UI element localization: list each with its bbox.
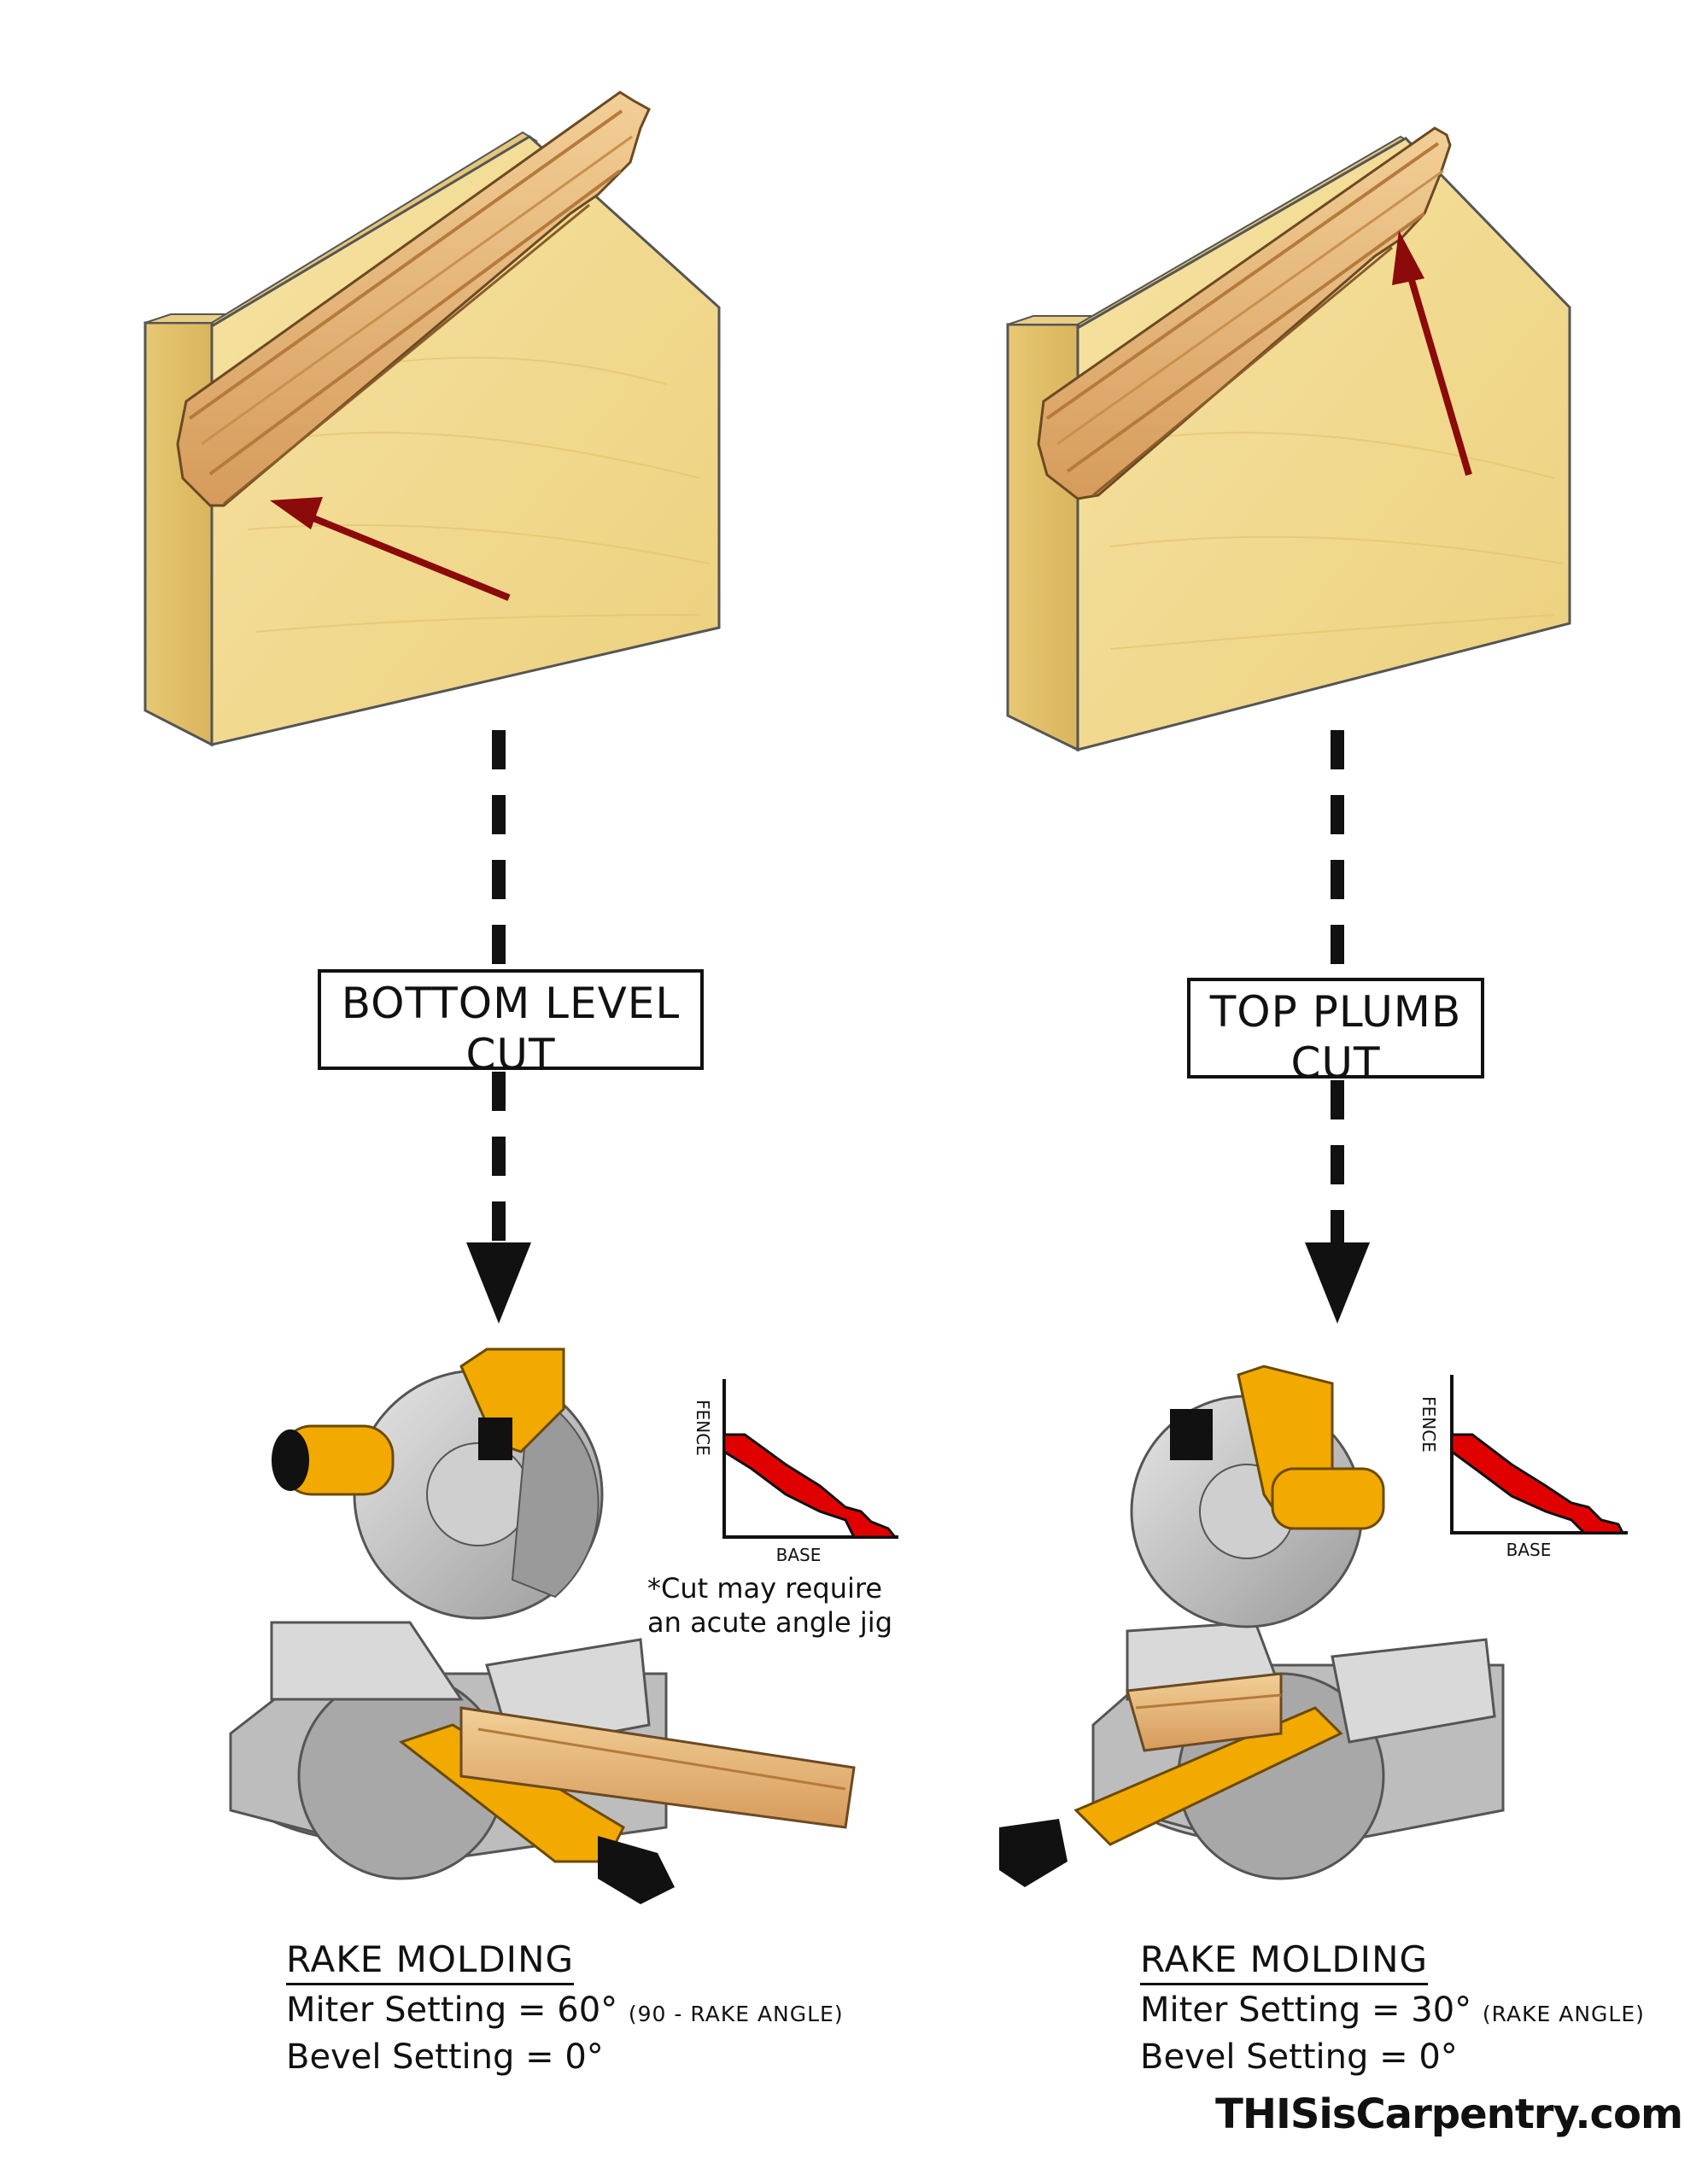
left-miter-note: (90 - RAKE ANGLE) — [628, 2002, 844, 2026]
right-miter-setting: Miter Setting = 30° (RAKE ANGLE) — [1140, 1989, 1645, 2036]
right-cut-label-line2: CUT — [1290, 1038, 1381, 1088]
left-dashed-connector — [466, 730, 531, 1324]
right-pointer-arrow-icon — [1392, 231, 1472, 476]
left-miter-setting: Miter Setting = 60° (90 - RAKE ANGLE) — [286, 1989, 844, 2036]
left-profile-shape — [722, 1433, 898, 1539]
right-cut-label: TOP PLUMB CUT — [1187, 978, 1484, 1088]
left-jig-note: *Cut may require an acute angle jig — [647, 1571, 892, 1640]
left-cut-label: BOTTOM LEVEL CUT — [318, 969, 704, 1079]
left-down-arrow-icon — [466, 1242, 531, 1324]
right-wood-block — [1006, 126, 1571, 752]
left-block-end-panel — [143, 321, 214, 747]
left-cut-label-line1: BOTTOM LEVEL — [341, 979, 681, 1028]
left-jig-note-line1: *Cut may require — [647, 1572, 882, 1605]
right-bevel-setting: Bevel Setting = 0° — [1140, 2037, 1458, 2077]
left-pointer-arrow-icon — [270, 497, 511, 601]
left-settings: RAKE MOLDING Miter Setting = 60° (90 - R… — [286, 1938, 844, 2078]
right-crown-molding-icon — [1037, 126, 1452, 500]
right-settings-heading: RAKE MOLDING — [1140, 1938, 1429, 1985]
left-crown-molding-icon — [176, 91, 651, 507]
brand-watermark[interactable]: THISisCarpentry.com — [1215, 2090, 1683, 2138]
left-cut-label-line2: CUT — [465, 1030, 556, 1079]
right-miter-note: (RAKE ANGLE) — [1482, 2002, 1645, 2026]
left-block-face — [210, 135, 721, 746]
left-profile-diagram: FENCE BASE — [693, 1379, 898, 1565]
left-profile-base-label: BASE — [776, 1545, 822, 1565]
right-profile-diagram: FENCE BASE — [1418, 1375, 1628, 1560]
left-miter-saw-icon — [229, 1347, 856, 1904]
left-profile-fence-label: FENCE — [693, 1400, 713, 1456]
right-profile-shape — [1450, 1433, 1625, 1534]
right-miter-saw-icon — [999, 1365, 1505, 1887]
right-dashed-connector — [1305, 730, 1370, 1324]
left-jig-note-line2: an acute angle jig — [647, 1606, 892, 1639]
right-miter-text: Miter Setting = 30° — [1140, 1990, 1472, 2030]
right-profile-fence-label: FENCE — [1418, 1396, 1439, 1453]
right-cut-label-line1: TOP PLUMB — [1209, 987, 1462, 1037]
left-miter-text: Miter Setting = 60° — [286, 1990, 618, 2030]
right-settings: RAKE MOLDING Miter Setting = 30° (RAKE A… — [1140, 1938, 1645, 2078]
left-settings-heading: RAKE MOLDING — [286, 1938, 575, 1985]
left-bevel-setting: Bevel Setting = 0° — [286, 2037, 604, 2077]
right-down-arrow-icon — [1305, 1242, 1370, 1324]
left-wood-block — [143, 91, 721, 747]
right-profile-base-label: BASE — [1506, 1540, 1552, 1560]
